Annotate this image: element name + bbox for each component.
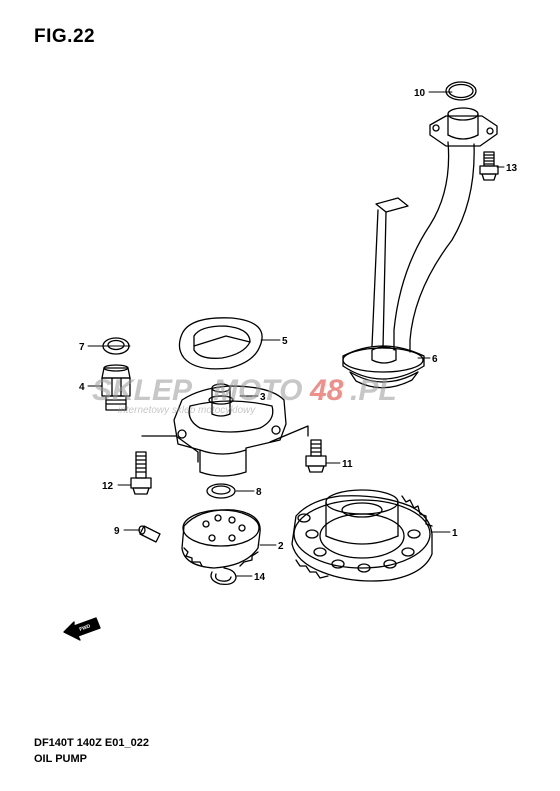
- part-3-pump-body: [141, 383, 309, 477]
- callout-2: 2: [278, 541, 284, 552]
- callout-11: 11: [342, 459, 353, 470]
- part-5-gasket: [178, 317, 263, 370]
- leader-lines: [87, 91, 505, 577]
- watermark-text-b: MOTO: [213, 374, 302, 407]
- watermark-subtitle: internetowy sklep motocyklowy: [118, 405, 256, 416]
- callout-3: 3: [260, 392, 266, 403]
- watermark: SKLEP MOTO 48 .PL internetowy sklep moto…: [92, 374, 397, 416]
- part-6-strainer: [342, 107, 498, 389]
- part-8-o-ring: [206, 483, 236, 499]
- part-2-rotor: [181, 509, 261, 569]
- part-11-bolt: [305, 439, 327, 473]
- callout-6: 6: [432, 354, 438, 365]
- callout-14: 14: [254, 572, 266, 583]
- callout-4: 4: [79, 382, 85, 393]
- figure-name: OIL PUMP: [34, 753, 87, 765]
- callout-7: 7: [79, 342, 85, 353]
- figure-code: DF140T 140Z E01_022: [34, 737, 149, 749]
- watermark-text-a: SKLEP: [92, 374, 193, 407]
- callout-5: 5: [282, 336, 288, 347]
- fwd-arrow: FWD: [63, 617, 101, 641]
- part-1-gear: [291, 489, 433, 582]
- part-12-bolt: [130, 451, 152, 495]
- part-10-o-ring: [445, 81, 477, 101]
- watermark-text-c: 48: [309, 374, 344, 407]
- callout-1: 1: [452, 528, 458, 539]
- part-13-bolt: [479, 151, 499, 181]
- fwd-label: FWD: [79, 623, 92, 633]
- part-4-relief-valve: [101, 364, 131, 411]
- watermark-text-d: .PL: [350, 374, 397, 407]
- callout-12: 12: [102, 481, 114, 492]
- callout-13: 13: [506, 163, 518, 174]
- part-9-pin: [138, 525, 161, 543]
- callout-9: 9: [114, 526, 120, 537]
- figure-title: FIG.22: [34, 26, 96, 47]
- callout-10: 10: [414, 88, 426, 99]
- callout-numbers: 10 13 5 6 7 4 3 11 12 8 9 2 14 1: [79, 88, 518, 583]
- part-14-circlip: [210, 567, 237, 586]
- callout-8: 8: [256, 487, 262, 498]
